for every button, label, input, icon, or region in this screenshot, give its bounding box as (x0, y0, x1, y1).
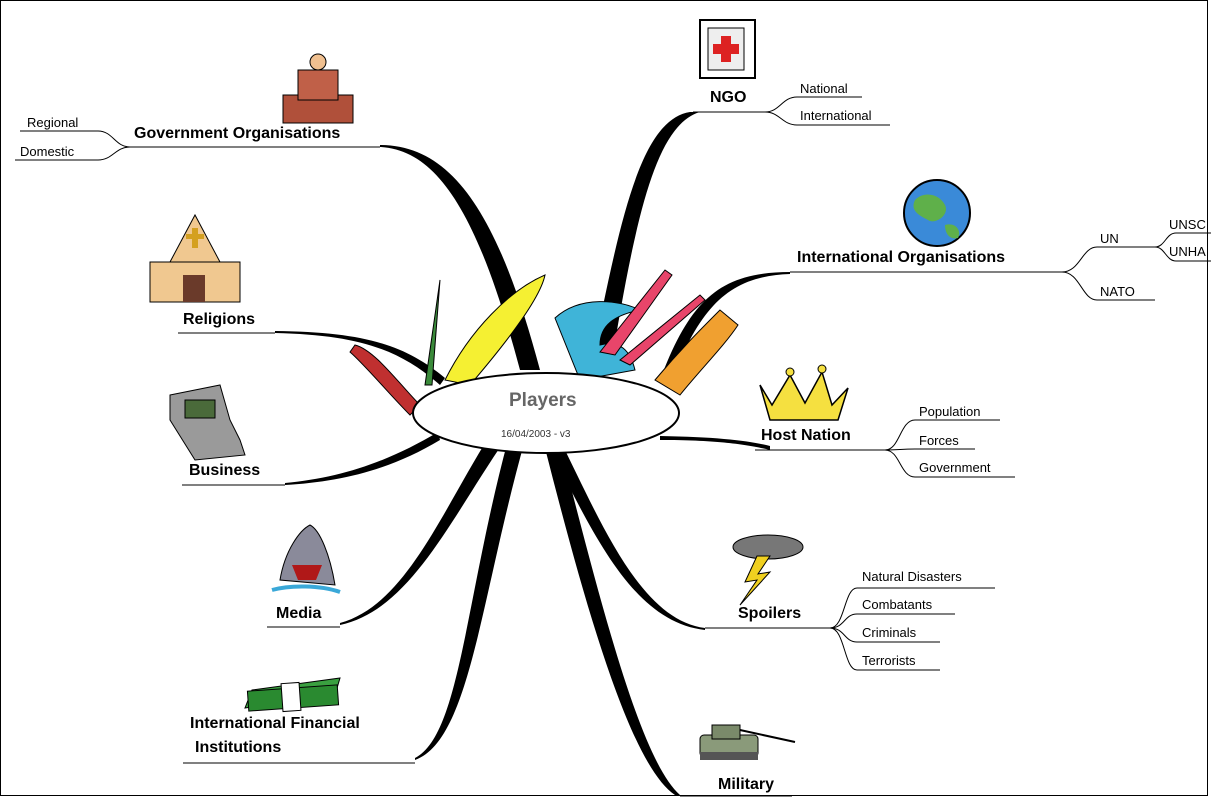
gov-child-regional: Regional (27, 115, 79, 130)
branch-host (660, 436, 770, 450)
tank-icon (699, 724, 796, 760)
center-title: Players (509, 390, 577, 411)
branch-label-media: Media (276, 605, 322, 622)
un-child-unha: UNHA (1169, 244, 1206, 259)
underlines (15, 96, 1211, 797)
branch-label-international-orgs: International Organisations (797, 249, 1006, 266)
intorg-child-un: UN (1100, 231, 1119, 246)
crown-icon (759, 364, 849, 421)
branch-media (340, 435, 505, 625)
church-icon (149, 213, 241, 303)
branch-business (285, 432, 440, 485)
un-child-unsc: UNSC (1169, 217, 1206, 232)
ngo-child-international: International (800, 108, 872, 123)
ngo-child-national: National (800, 81, 848, 96)
branch-label-military: Military (718, 776, 775, 793)
money-icon (244, 677, 341, 713)
branch-government (380, 145, 540, 370)
gov-child-domestic: Domestic (20, 144, 75, 159)
host-child-government: Government (919, 460, 991, 475)
branch-label-host-nation: Host Nation (761, 427, 851, 444)
swiss-army-knife-icon (349, 269, 739, 454)
intorg-child-nato: NATO (1100, 284, 1135, 299)
globe-icon (903, 179, 971, 247)
spoilers-child-criminals: Criminals (862, 625, 917, 640)
branch-label-religions: Religions (183, 311, 256, 328)
branch-ifi (415, 440, 525, 760)
branch-label-business: Business (189, 462, 261, 479)
center-date: 16/04/2003 - v3 (501, 429, 571, 440)
first-aid-icon (699, 19, 756, 79)
branch-label-ifi-line1: International Financial (190, 715, 360, 732)
storm-icon (732, 534, 804, 606)
branch-military (545, 445, 680, 795)
spoilers-child-natural-disasters: Natural Disasters (862, 569, 962, 584)
branch-spoilers (548, 440, 705, 630)
branch-label-spoilers: Spoilers (738, 605, 802, 622)
host-child-forces: Forces (919, 433, 959, 448)
shark-icon (271, 524, 341, 594)
judge-icon (282, 53, 354, 124)
spoilers-child-terrorists: Terrorists (862, 653, 916, 668)
host-child-population: Population (919, 404, 981, 419)
spoilers-child-combatants: Combatants (862, 597, 933, 612)
branch-label-ifi-line2: Institutions (195, 739, 282, 756)
cash-register-icon (169, 384, 246, 461)
branch-religions (275, 331, 445, 385)
branch-label-government: Government Organisations (134, 125, 341, 142)
branch-label-ngo: NGO (710, 89, 747, 106)
